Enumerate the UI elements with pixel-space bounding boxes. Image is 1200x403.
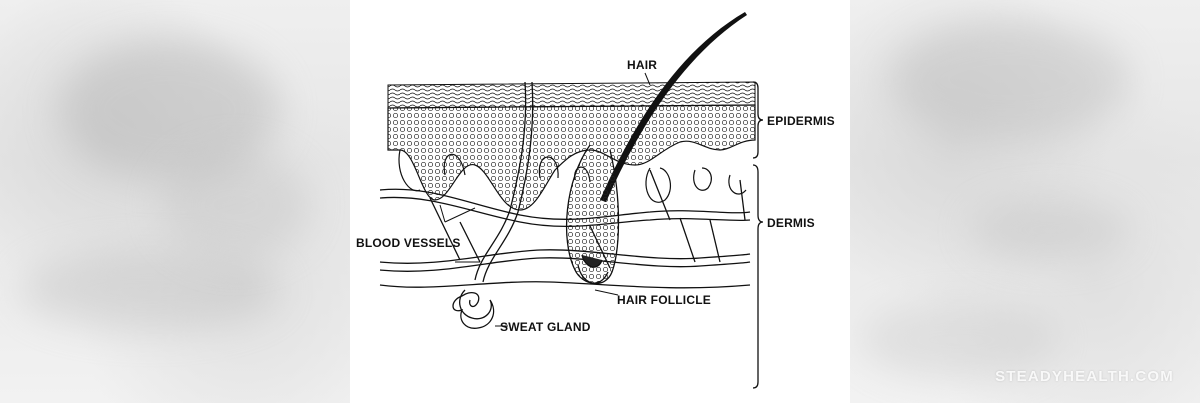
blur-shape: [970, 200, 1130, 260]
sweat-gland: [452, 81, 534, 329]
blur-shape: [160, 150, 310, 260]
label-blood-vessels: BLOOD VESSELS: [356, 236, 461, 250]
epidermis-cell-layer: [387, 104, 756, 211]
label-epidermis: EPIDERMIS: [767, 114, 835, 128]
hair-follicle: [566, 144, 620, 285]
blur-shape: [860, 300, 1060, 380]
blurred-background-left: [0, 0, 350, 403]
label-hair-follicle: HAIR FOLLICLE: [617, 293, 711, 307]
blur-shape: [20, 250, 280, 330]
skin-cross-section-diagram: [379, 12, 764, 389]
blurred-background-right: [850, 0, 1200, 403]
leader-lines: [439, 72, 651, 327]
stratum-corneum: [387, 81, 756, 109]
label-dermis: DERMIS: [767, 216, 815, 230]
blur-shape: [890, 20, 1130, 140]
watermark-text: STEADYHEALTH.COM: [995, 368, 1174, 385]
label-hair: HAIR: [627, 58, 658, 72]
blur-shape: [60, 40, 280, 180]
brackets: [752, 81, 764, 389]
label-sweat-gland: SWEAT GLAND: [500, 320, 591, 334]
